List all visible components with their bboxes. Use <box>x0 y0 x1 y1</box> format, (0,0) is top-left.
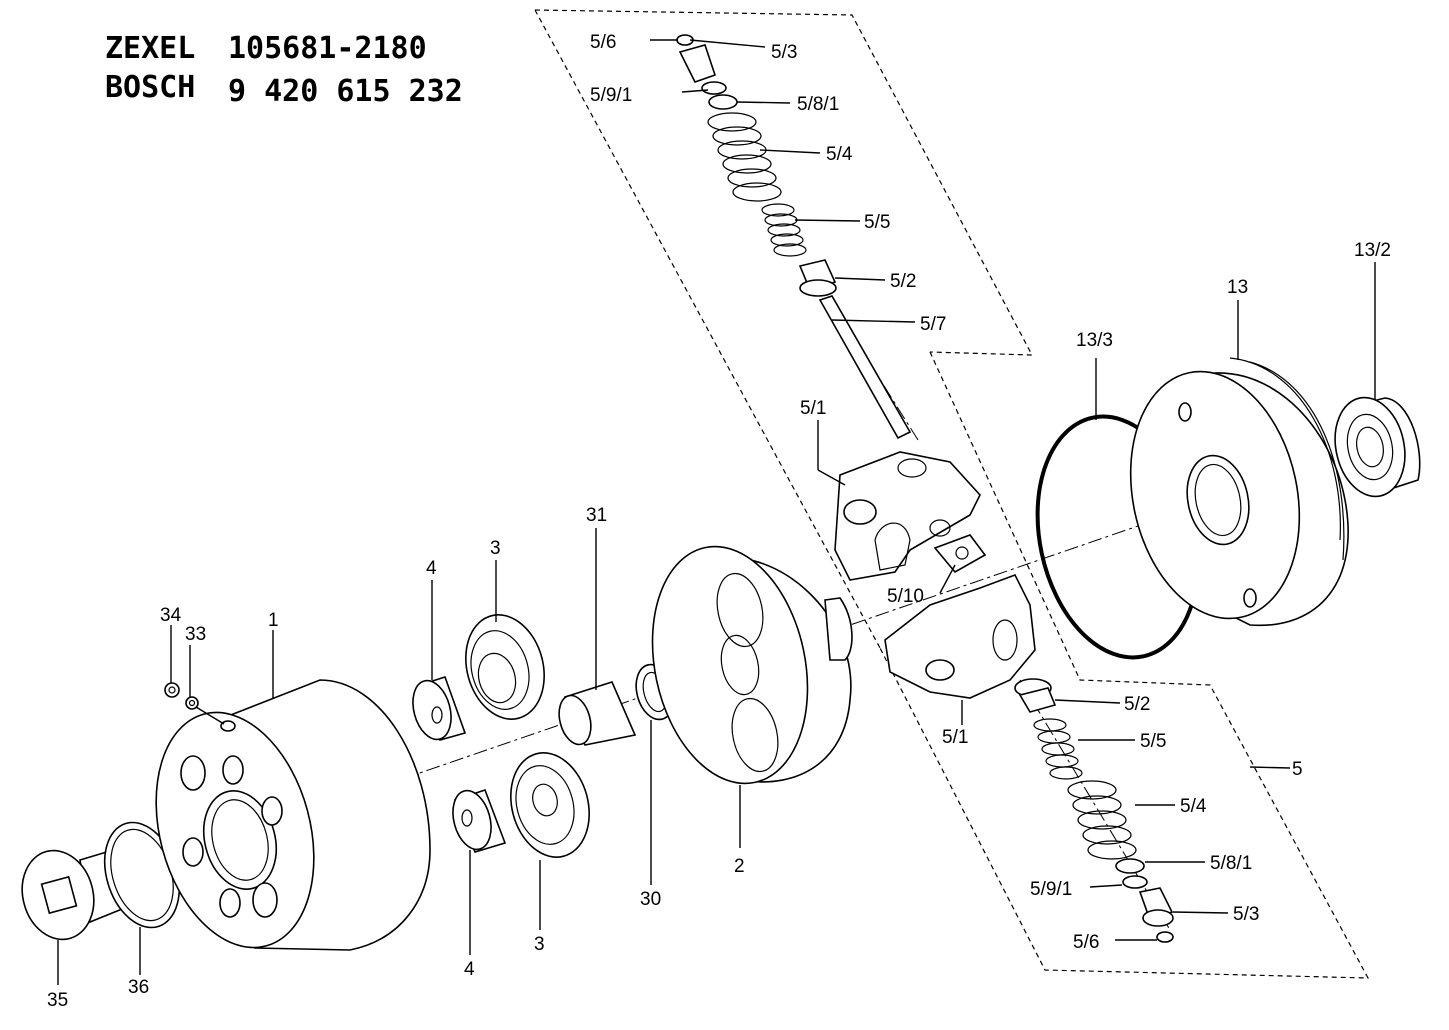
callout-13: 13 <box>1227 277 1248 298</box>
callout-5-3-upper: 5/3 <box>771 42 797 63</box>
washer-5-9-1-lower <box>1122 875 1148 889</box>
clip-5-6-lower <box>1156 931 1174 943</box>
callout-5-9-1-upper: 5/9/1 <box>590 85 632 106</box>
callout-34: 34 <box>160 605 182 626</box>
callout-5-1-upper: 5/1 <box>800 398 826 419</box>
header-brand-bosch: BOSCH <box>105 70 195 105</box>
callout-5-2-lower: 5/2 <box>1124 694 1150 715</box>
plug-4-upper <box>412 676 467 741</box>
callout-5: 5 <box>1292 759 1303 780</box>
leader-lines <box>57 39 1376 985</box>
spring-5-5-lower <box>1033 718 1083 780</box>
rotor-plate-2 <box>651 545 853 785</box>
header-brand-zexel: ZEXEL <box>105 31 195 66</box>
callout-4-lower: 4 <box>464 959 475 980</box>
cover-13 <box>1129 357 1349 627</box>
callout-13-3: 13/3 <box>1076 330 1113 351</box>
valve-cap-5-3-upper <box>678 44 717 83</box>
callout-5-2-upper: 5/2 <box>890 271 916 292</box>
washer-5-8-1-upper <box>708 94 738 110</box>
callout-33: 33 <box>185 624 206 645</box>
spring-5-4-lower <box>1067 780 1137 860</box>
callout-35: 35 <box>47 990 68 1011</box>
screw-34 <box>164 682 180 698</box>
callout-31: 31 <box>586 505 607 526</box>
assembly-5-boundary <box>534 9 1370 979</box>
valve-seat-3-lower <box>510 752 590 858</box>
header: ZEXEL 105681-2180 BOSCH 9 420 615 232 <box>105 31 463 109</box>
plug-4-lower <box>452 788 507 853</box>
header-part-number-bosch: 9 420 615 232 <box>228 74 463 109</box>
callout-5-4-upper: 5/4 <box>826 144 853 165</box>
callout-36: 36 <box>128 977 149 998</box>
fitting-5-10 <box>933 534 987 574</box>
header-part-number-zexel: 105681-2180 <box>228 31 427 66</box>
callout-labels: 5/6 5/3 5/9/1 5/8/1 5/4 5/5 5/2 5/7 5/1 … <box>47 32 1391 1011</box>
callout-5-5-lower: 5/5 <box>1140 731 1166 752</box>
callout-5-7: 5/7 <box>920 314 946 335</box>
bearing-13-2 <box>1334 396 1421 498</box>
valve-5-2-upper <box>798 259 837 297</box>
callout-30: 30 <box>640 889 661 910</box>
pushrod-5-7 <box>818 295 912 440</box>
valve-block-5-1-upper <box>834 451 981 581</box>
spring-5-5-upper <box>761 203 807 257</box>
valve-stack-lower <box>1014 678 1174 943</box>
callout-4-upper: 4 <box>426 558 437 579</box>
valve-stack-upper <box>676 34 912 440</box>
spring-5-4-upper <box>707 112 782 202</box>
valve-5-2-lower <box>1014 678 1057 713</box>
callout-5-3-lower: 5/3 <box>1233 904 1259 925</box>
washer-33 <box>185 696 199 710</box>
valve-cap-5-3-lower <box>1138 887 1174 927</box>
bushing-31 <box>558 681 637 746</box>
callout-5-8-1-upper: 5/8/1 <box>797 94 839 115</box>
callout-3-lower: 3 <box>534 934 545 955</box>
callout-5-4-lower: 5/4 <box>1180 796 1207 817</box>
washer-5-9-1-upper <box>701 81 727 95</box>
callout-5-6-upper: 5/6 <box>590 32 616 53</box>
callout-5-9-1-lower: 5/9/1 <box>1030 879 1072 900</box>
callout-2: 2 <box>734 856 745 877</box>
callout-5-1-lower: 5/1 <box>942 727 968 748</box>
callout-5-5-upper: 5/5 <box>864 212 890 233</box>
valve-seat-3-upper <box>465 614 545 720</box>
callout-5-6-lower: 5/6 <box>1073 932 1099 953</box>
callout-5-8-1-lower: 5/8/1 <box>1210 853 1252 874</box>
callout-3-upper: 3 <box>490 538 501 559</box>
washer-5-8-1-lower <box>1115 858 1145 874</box>
callout-1: 1 <box>268 610 279 631</box>
callout-5-10: 5/10 <box>887 586 924 607</box>
housing-1 <box>155 679 431 951</box>
valve-block-5-1-lower <box>884 574 1036 699</box>
callout-13-2: 13/2 <box>1354 240 1391 261</box>
